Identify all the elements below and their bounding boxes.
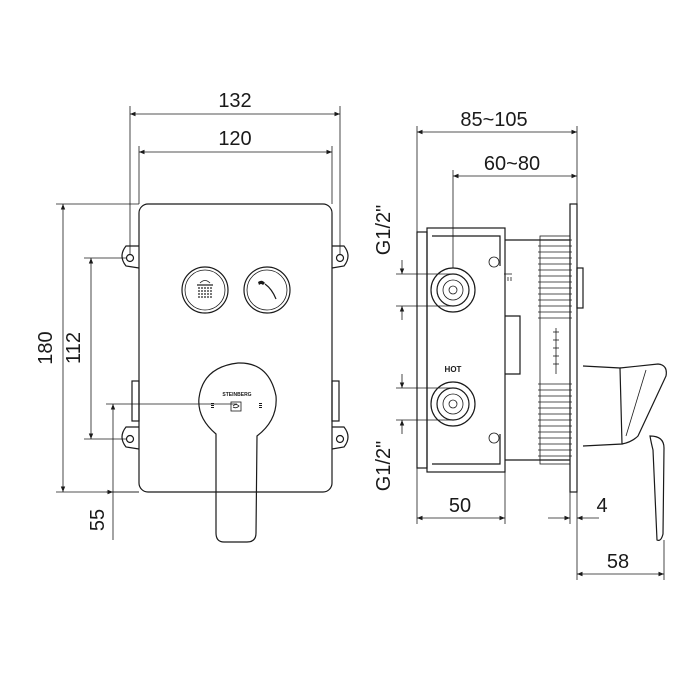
plate-boss [576,267,584,309]
dim-body-depth-label: 50 [449,495,471,517]
threaded-sleeve [538,235,572,465]
dim-handle-depth: 58 [577,540,665,580]
mounting-lug-top-right [331,245,349,269]
shower-head-icon [197,280,213,298]
brand-logo-icon [230,401,242,412]
dim-thread-bottom: G1/2" [373,374,453,491]
handle-profile [582,363,667,541]
thread-top-label: G1/2" [373,205,395,255]
hot-mark-icon [259,403,262,408]
front-view: STEINBERG 132 120 [35,90,349,543]
depth-scale-icon [553,328,559,374]
shower-symbol-icon [504,273,512,281]
dim-height-total-label: 180 [35,331,57,364]
dim-depth-range-inner: 60~80 [452,153,577,268]
valve-body [416,227,570,473]
inlet-port-bottom [430,381,476,427]
dim-width-outer-label: 132 [218,90,251,112]
dim-plate-thickness-label: 4 [596,495,607,517]
dim-width-inner-label: 120 [218,128,251,150]
brand-label: STEINBERG [222,392,251,398]
thread-bottom-label: G1/2" [373,441,395,491]
dim-height-mount: 112 [63,257,126,440]
cover-plate [138,203,333,493]
dim-body-depth: 50 [416,468,506,524]
mounting-lug-bottom-left [121,426,140,450]
side-tab-right [331,380,340,422]
dim-width-outer: 132 [129,90,341,254]
dim-height-total: 180 [35,203,139,493]
wall-plate [569,203,578,493]
dim-height-mount-label: 112 [63,332,85,364]
dim-bottom-offset-label: 55 [87,509,109,531]
dim-handle-depth-label: 58 [607,551,629,573]
inlet-port-top [430,267,476,313]
side-tab-left [131,380,140,422]
mounting-lug-bottom-right [331,426,349,450]
hot-label: HOT [445,365,462,374]
cold-mark-icon [211,403,214,408]
dim-depth-range-label: 85~105 [460,109,527,131]
dim-width-inner: 120 [138,128,333,204]
dim-depth-range: 85~105 [416,109,578,232]
dim-plate-thickness: 4 [548,492,608,580]
hand-shower-icon [258,280,277,300]
dim-depth-range-inner-label: 60~80 [484,153,540,175]
dim-bottom-offset: 55 [87,403,237,540]
mixer-handle: STEINBERG [198,362,277,543]
dim-thread-top: G1/2" [373,205,453,320]
side-view: HOT 85~105 60~80 [373,109,667,580]
shower-button [181,266,229,314]
mounting-lug-top-left [121,245,140,269]
hand-shower-button [243,266,291,314]
